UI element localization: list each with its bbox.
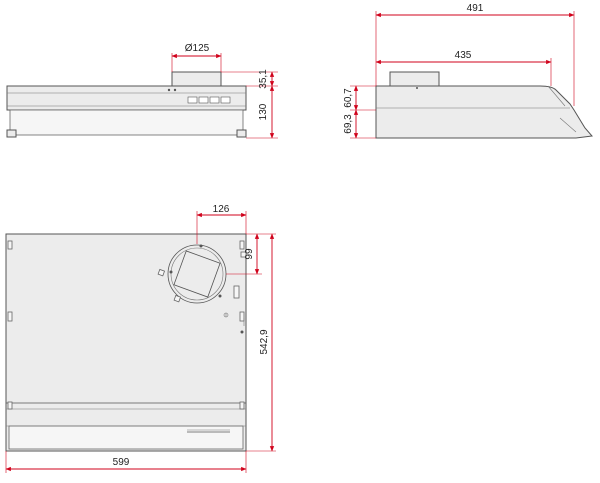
front-visor	[9, 109, 244, 136]
dim-front-collar-height: 35,1	[258, 69, 269, 89]
dim-front-body-height: 130	[258, 103, 269, 120]
dim-top-width: 599	[113, 457, 130, 468]
front-outlet-collar	[171, 71, 222, 87]
top-view: 126 99 542,9 599	[5, 204, 276, 473]
dim-side-lower-height: 69,3	[343, 114, 354, 134]
dim-front-outlet-diameter: Ø125	[185, 43, 210, 54]
side-hood-body	[375, 85, 593, 139]
dim-top-total-depth: 542,9	[259, 329, 270, 354]
dim-side-upper-height: 60,7	[343, 88, 354, 108]
dim-top-outlet-depth: 99	[244, 248, 255, 260]
dim-top-outlet-offset: 126	[213, 204, 230, 215]
top-front-panel	[8, 425, 244, 450]
dim-side-upper-depth: 435	[455, 50, 472, 61]
dim-side-total-depth: 491	[467, 3, 484, 14]
front-control-buttons	[187, 96, 231, 104]
side-outlet-collar	[389, 71, 440, 87]
top-control-strip	[187, 429, 230, 433]
top-hood-body	[5, 233, 247, 452]
side-view: 491 435 60,7 69,3	[343, 3, 593, 139]
front-view: Ø125 35,1 130	[6, 43, 278, 139]
